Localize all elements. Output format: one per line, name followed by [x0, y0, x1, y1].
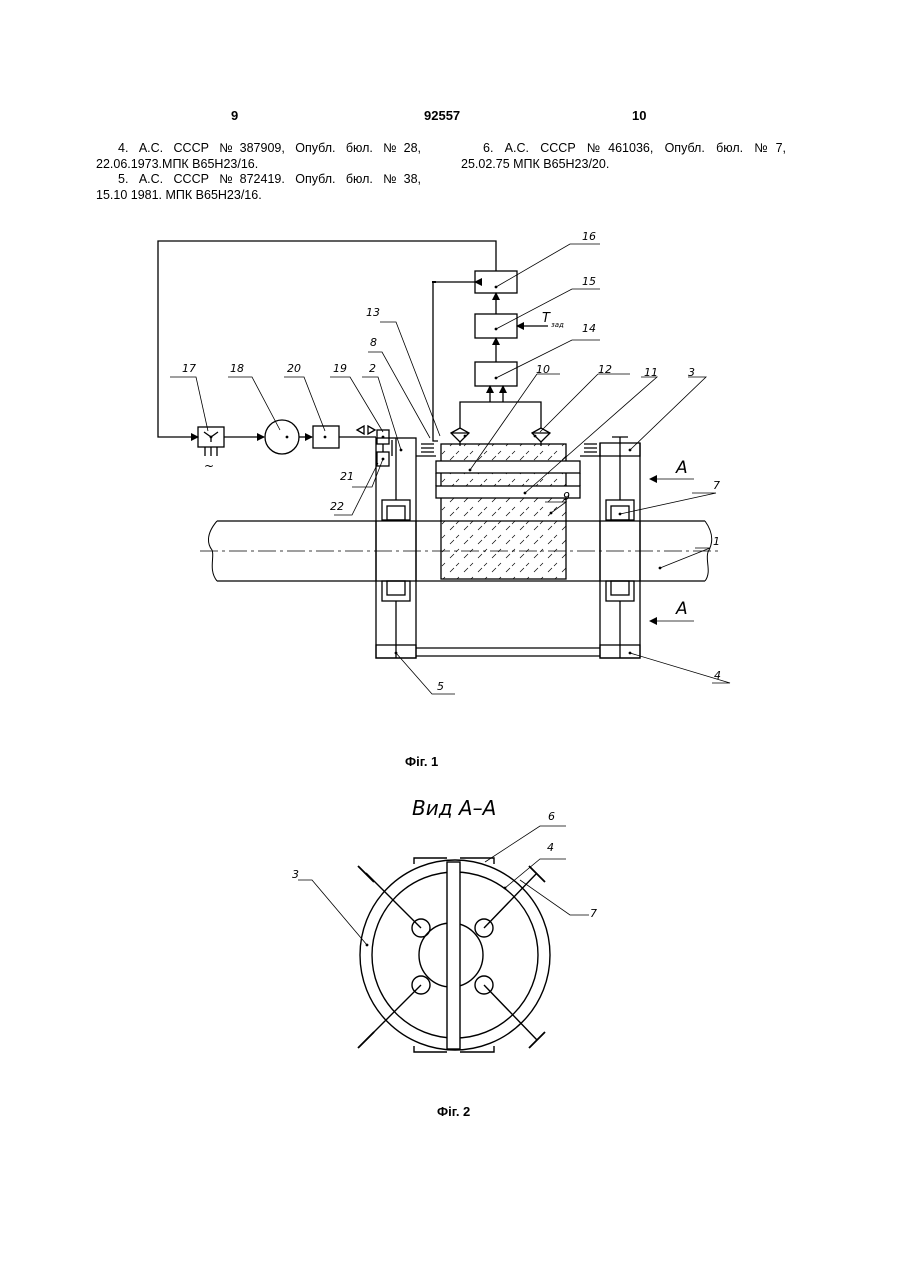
view-title: Вид А–А	[412, 796, 496, 820]
split-gap	[447, 862, 460, 1049]
figure-2-labels: 3 4 6 7	[292, 810, 597, 920]
label-3: 3	[292, 868, 299, 881]
figure-2-caption: Фіг. 2	[437, 1104, 470, 1119]
label-4: 4	[547, 841, 554, 854]
label-6: 6	[548, 810, 555, 823]
label-7: 7	[590, 907, 597, 920]
